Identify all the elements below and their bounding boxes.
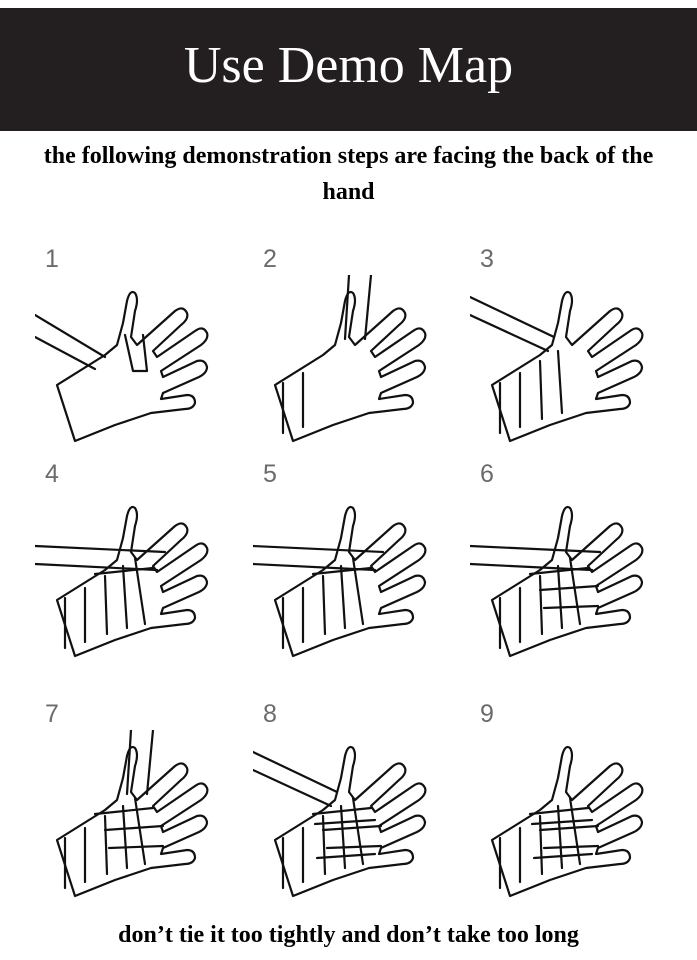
hand-wrap-illustration <box>273 275 427 443</box>
wrap-band <box>313 818 377 826</box>
wrap-band <box>538 584 600 592</box>
wrap-band <box>528 806 590 816</box>
step-3: 3 <box>470 245 680 460</box>
strap <box>253 544 385 554</box>
hand-outline <box>55 290 209 443</box>
strap <box>35 562 159 572</box>
hand-outline <box>273 290 427 443</box>
strap <box>363 275 373 341</box>
step-number: 3 <box>480 245 494 273</box>
wrap-band <box>315 852 377 860</box>
strap <box>35 335 97 371</box>
wrap-band <box>542 604 600 610</box>
wrap-band <box>556 564 564 630</box>
step-number: 4 <box>45 460 59 488</box>
wrap-band <box>339 564 347 630</box>
step-5: 5 <box>253 460 463 675</box>
hand-outline <box>55 505 209 658</box>
strap <box>253 750 339 794</box>
hand-wrap-illustration <box>490 745 644 898</box>
hand-wrap-illustration <box>253 745 427 898</box>
hand-outline <box>490 505 644 658</box>
page-subtitle: the following demonstration steps are fa… <box>43 143 654 205</box>
step-number: 1 <box>45 245 59 273</box>
wrap-band <box>532 852 594 860</box>
strap <box>470 544 602 554</box>
hand-outline <box>490 745 644 898</box>
hand-wrap-illustration <box>470 290 644 443</box>
strap <box>35 544 167 554</box>
wrap-band <box>542 844 600 850</box>
step-number: 2 <box>263 245 277 273</box>
page-title: Use Demo Map <box>183 37 514 94</box>
wrap-band <box>538 814 544 876</box>
strap <box>343 275 351 341</box>
step-number: 6 <box>480 460 494 488</box>
step-2: 2 <box>253 245 463 460</box>
wrap-band <box>325 844 383 850</box>
wrap-band <box>556 349 564 415</box>
step-1: 1 <box>35 245 245 460</box>
strap <box>470 562 594 572</box>
thumb-loop <box>123 333 149 373</box>
hand-wrap-illustration <box>253 505 427 658</box>
strap <box>253 768 333 808</box>
wrap-band <box>107 844 165 850</box>
hand-wrap-illustration <box>35 505 209 658</box>
step-number: 9 <box>480 700 494 728</box>
step-6: 6 <box>470 460 680 675</box>
wrap-band <box>530 818 594 826</box>
hand-wrap-illustration <box>470 505 644 658</box>
step-7: 7 <box>35 700 245 915</box>
hand-outline <box>55 745 209 898</box>
hand-wrap-illustration <box>55 730 209 898</box>
wrap-band <box>538 574 544 636</box>
wrap-band <box>321 824 383 832</box>
wrap-band <box>339 804 347 870</box>
wrap-band <box>538 824 600 832</box>
wrap-band <box>103 574 109 636</box>
strap <box>253 562 377 572</box>
title-banner: Use Demo Map <box>0 8 697 131</box>
strap <box>35 313 107 359</box>
strap <box>125 730 133 796</box>
strap <box>470 295 556 339</box>
hand-outline <box>273 505 427 658</box>
step-number: 8 <box>263 700 277 728</box>
hand-outline <box>273 745 427 898</box>
wrap-band <box>93 806 155 816</box>
wrap-band <box>321 574 327 636</box>
step-8: 8 <box>253 700 463 915</box>
wrap-band <box>121 564 129 630</box>
wrap-band <box>311 806 373 816</box>
wrap-band <box>103 814 109 876</box>
strap <box>470 313 550 353</box>
wrap-band <box>538 359 544 421</box>
wrap-band <box>556 804 564 870</box>
hand-wrap-illustration <box>35 290 209 443</box>
step-number: 5 <box>263 460 277 488</box>
wrap-band <box>321 814 327 876</box>
hand-outline <box>490 290 644 443</box>
footer-note: don’t tie it too tightly and don’t take … <box>118 922 579 948</box>
step-number: 7 <box>45 700 59 728</box>
wrap-band <box>121 804 129 870</box>
strap <box>145 730 155 796</box>
step-9: 9 <box>470 700 680 915</box>
step-4: 4 <box>35 460 245 675</box>
wrap-band <box>103 824 165 832</box>
